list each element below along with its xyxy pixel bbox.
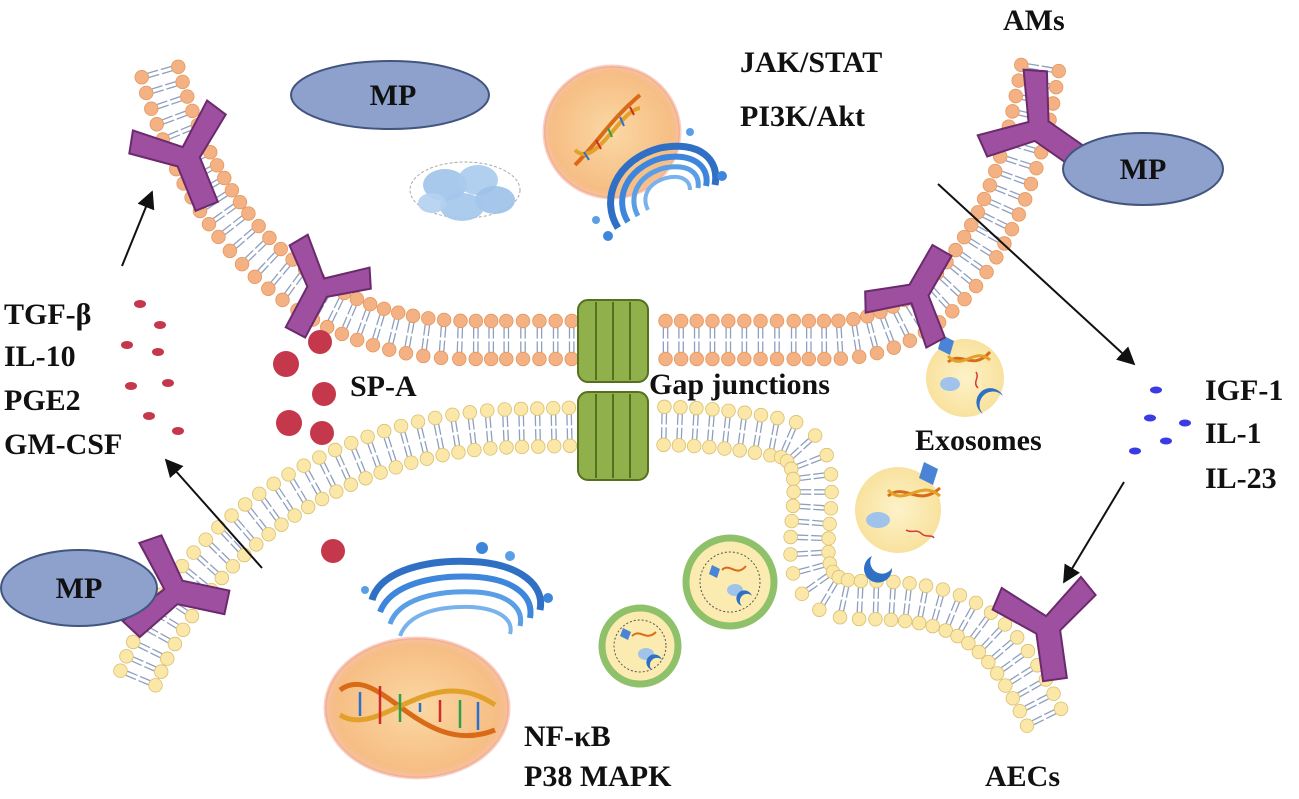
gap-junctions-label: Gap junctions: [649, 368, 830, 401]
am-golgi-icon: [592, 128, 727, 241]
cytokine-label: GM-CSF: [4, 428, 122, 461]
nf-kb-label: NF-κB: [524, 720, 611, 753]
cytokine-label: TGF-β: [4, 298, 91, 331]
receptor-aec-left: [121, 534, 231, 639]
cytokine-label: PGE2: [4, 384, 81, 417]
dna-helix-icon: [573, 93, 642, 167]
sp-a-label: SP-A: [350, 370, 417, 403]
p38-mapk-label: P38 MAPK: [524, 760, 672, 793]
mp-label: MP: [56, 572, 103, 605]
aec-cell-membrane: [113, 399, 1069, 733]
left-cytokine-list: TGF-β IL-10 PGE2 GM-CSF: [4, 298, 122, 461]
vesicle-large: [682, 534, 778, 630]
left-cytokine-dots: [121, 300, 184, 435]
receptor-am-mid-right: [864, 243, 953, 350]
receptor-am-top-left: [128, 99, 228, 213]
right-cytokine-list: IGF-1 IL-1 IL-23: [1205, 374, 1283, 495]
sp-a-particles: [273, 330, 345, 563]
jak-stat-label: JAK/STAT: [740, 46, 882, 79]
ams-label: AMs: [1003, 4, 1065, 37]
exosome-upper: [926, 335, 1004, 417]
cytokine-label: IL-1: [1205, 417, 1262, 450]
pi3k-akt-label: PI3K/Akt: [740, 100, 865, 133]
arrows: [121, 183, 1136, 584]
arrow-right-cytokines-to-aec: [1063, 481, 1125, 584]
aecs-label: AECs: [985, 760, 1060, 793]
arrow-am-to-right-cytokines: [937, 183, 1136, 366]
cytokine-label: IL-10: [4, 340, 76, 373]
mp-label: MP: [370, 79, 417, 112]
vesicle-small: [598, 604, 682, 688]
aec-golgi-icon: [361, 542, 553, 637]
protein-aggregate-icon: [409, 161, 521, 221]
receptor-am-mid-left: [284, 233, 372, 339]
cytokine-label: IL-23: [1205, 462, 1277, 495]
aec-nucleus-icon: [323, 636, 511, 780]
mp-label: MP: [1120, 153, 1167, 186]
mp-bottom-left: MP: [0, 549, 158, 627]
arrow-aec-to-cytokines: [164, 458, 263, 569]
am-nucleus-icon: [542, 64, 682, 200]
receptor-am-top-right: [976, 68, 1090, 170]
right-cytokine-dots: [1129, 386, 1191, 455]
exosomes-label: Exosomes: [915, 424, 1042, 457]
mp-top-right: MP: [1062, 132, 1224, 206]
mp-top: MP: [290, 60, 490, 130]
dna-helix-icon: [338, 681, 497, 739]
arrow-cytokines-to-am-receptor: [121, 190, 155, 267]
receptor-aec-right: [991, 575, 1097, 683]
cytokine-label: IGF-1: [1205, 374, 1283, 407]
exosome-lower: [855, 462, 942, 583]
gap-junction-channel: [577, 299, 649, 481]
